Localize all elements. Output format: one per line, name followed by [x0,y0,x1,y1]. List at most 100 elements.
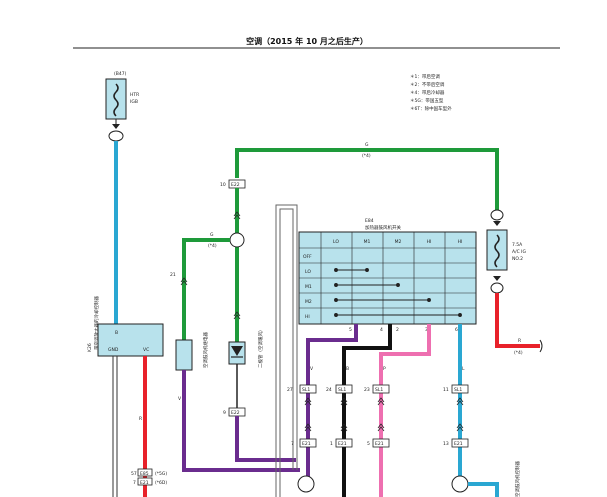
c24-num: 24 [326,387,332,393]
relay-blower: 空调鼓风机继电器 [175,332,209,371]
switch-pin-2: 4 [380,327,383,333]
junction-blue-bottom [451,475,469,493]
module-k26-pin-top: B [115,330,118,336]
c7a-num: 7 [291,441,294,447]
c57-code: E85 [140,471,149,477]
c27-num: 27 [287,387,293,393]
connector-row-2: 7 E21 1 E21 5 E21 13 E21 [291,438,469,448]
switch-row-1: LO [305,269,311,275]
c13-code: E21 [454,441,463,447]
switch-pin-5: 6 [455,327,458,333]
label-b-right: B [346,366,349,372]
switch-pin-3: 2 [396,327,399,333]
label-p-right: P [383,366,386,372]
module-k26-pin-right: VC [143,347,149,353]
label-l-right: L [462,366,465,372]
switch-col-1: LO [333,239,339,245]
arrow-marks-green [233,211,241,320]
c11-code: SL1 [454,387,462,393]
fuse-ac-line3: NO.2 [512,256,523,262]
module-k26-name: 带空调放大器的冷却控制器 [93,296,100,350]
c21-num: 21 [170,272,176,278]
c5-num: 5 [367,441,370,447]
connector-c10: 10 E22 [220,179,246,189]
notes-legend: ＊1：带后空调 ＊2：不带后空调 ＊4：带后冷却器 ＊5G：带国五型 ＊6T：除… [410,73,452,112]
switch-row-4: HI [305,314,310,320]
c23-num: 23 [364,387,370,393]
fuse-ac-line2: A/C IG [512,249,526,255]
wire-pink-switch [379,324,431,497]
diode-heater: 二极管（空调暖风） [228,328,264,369]
wire-grey-pair-1 [275,204,298,497]
wire-green-top [235,148,499,212]
c5-code: E21 [375,441,384,447]
wire-grey-pair-2 [279,208,294,497]
switch-row-3: M2 [305,299,312,305]
note-2: ＊2：不带后空调 [410,81,445,88]
wire-blue-bottom-right [468,482,499,497]
c57-note: (*5G) [155,471,167,477]
connector-c57: 57 E85 (*5G) [131,468,167,477]
switch-row-0: OFF [303,254,312,260]
bottom-right-label: 空调鼓风机控制器 [514,461,521,497]
module-k26: B GND VC K26 带空调放大器的冷却控制器 [87,296,164,357]
page-title: 空调（2015 年 10 月之后生产） [246,36,368,46]
fuse-htr: (B47) HTR IGB [105,71,139,142]
switch-col-3: M2 [395,239,402,245]
c7b-code: E21 [140,480,149,486]
connector-c21: 21 [170,272,188,286]
c7b-note: (*6D) [155,480,167,486]
c7b-num: 7 [133,480,136,486]
c9-num: 9 [223,410,226,416]
c24-code: SL1 [338,387,346,393]
wire-purple-switch [306,324,358,480]
wire-red-left-label: R [139,416,142,422]
junction-green [229,232,245,248]
wire-purple-left [182,370,300,472]
junction-purple-bottom [297,475,315,493]
wire-green-mid-label: G [210,232,214,238]
switch-code: E84 [365,218,374,224]
wire-green-mid-note: (*4) [208,243,217,249]
switch-name: 加热器鼓风机开关 [365,224,401,231]
fuse-ac-ig: 7.5A A/C IG NO.2 [486,209,526,294]
fuse-htr-name: HTR [130,92,139,98]
fuse-htr-tag: (B47) [114,71,127,77]
switch-row-2: M1 [305,284,312,290]
note-1: ＊1：带后空调 [410,73,440,80]
relay-blower-name: 空调鼓风机继电器 [202,332,209,368]
wire-green-top-note: (*4) [362,153,371,159]
c7a-code: E21 [302,441,311,447]
note-3: ＊4：带后冷却器 [410,89,445,96]
module-k26-code: K26 [87,343,93,352]
module-k26-pin-left: GND [108,347,119,353]
switch-col-5: HI [458,239,463,245]
connector-c7b: 7 E21 (*6D) [133,477,167,486]
c10-num: 10 [220,182,226,188]
wire-black-switch [342,324,392,497]
fuse-ac-line1: 7.5A [512,242,523,248]
c9-code: E22 [231,410,240,416]
c27-code: SL1 [302,387,310,393]
diode-heater-name: 二极管（空调暖风） [257,328,264,369]
label-v-right: V [310,366,314,372]
c1-code: E21 [338,441,347,447]
c23-code: SL1 [375,387,383,393]
switch-block: E84 加热器鼓风机开关 LO M1 M2 HI HI OFF LO M1 M2… [298,218,477,333]
connector-row-1: 27 SL1 24 SL1 23 SL1 11 SL1 [287,384,469,394]
c11-num: 11 [443,387,449,393]
fuse-htr-label2: IGB [130,99,138,105]
connector-c9: 9 E22 [223,407,246,417]
wire-green-top-label: G [365,142,369,148]
switch-pin-4: 3 [425,327,428,333]
c57-num: 57 [131,471,137,477]
wire-green-left [182,238,230,340]
wire-purple-label: V [178,396,182,402]
c10-code: E22 [231,182,240,188]
wire-red-right [495,293,540,348]
note-4: ＊5G：带国五型 [410,97,444,104]
wire-purple-mid [235,416,296,462]
c1-num: 1 [330,441,333,447]
switch-col-4: HI [427,239,432,245]
